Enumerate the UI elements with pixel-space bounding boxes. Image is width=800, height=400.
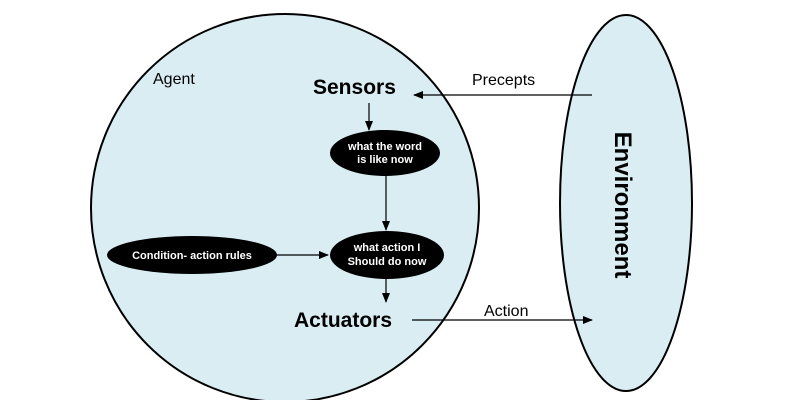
- action-label: Action: [484, 303, 528, 320]
- sensors-label: Sensors: [313, 76, 396, 99]
- actuators-label: Actuators: [294, 309, 392, 332]
- action-decision-line2: Should do now: [348, 256, 427, 268]
- world-state-node: what the word is like now: [330, 130, 440, 176]
- rules-node: Condition- action rules: [107, 236, 277, 274]
- precepts-label: Precepts: [472, 72, 535, 89]
- world-state-line2: is like now: [357, 154, 413, 166]
- rules-node-label: Condition- action rules: [132, 250, 252, 262]
- action-decision-line1: what action I: [353, 242, 421, 254]
- world-state-line1: what the word: [347, 141, 422, 153]
- agent-circle: [90, 13, 480, 400]
- action-decision-node: what action I Should do now: [330, 231, 444, 279]
- environment-label: Environment: [609, 132, 636, 279]
- agent-label: Agent: [153, 71, 195, 88]
- environment-ellipse: [559, 14, 693, 392]
